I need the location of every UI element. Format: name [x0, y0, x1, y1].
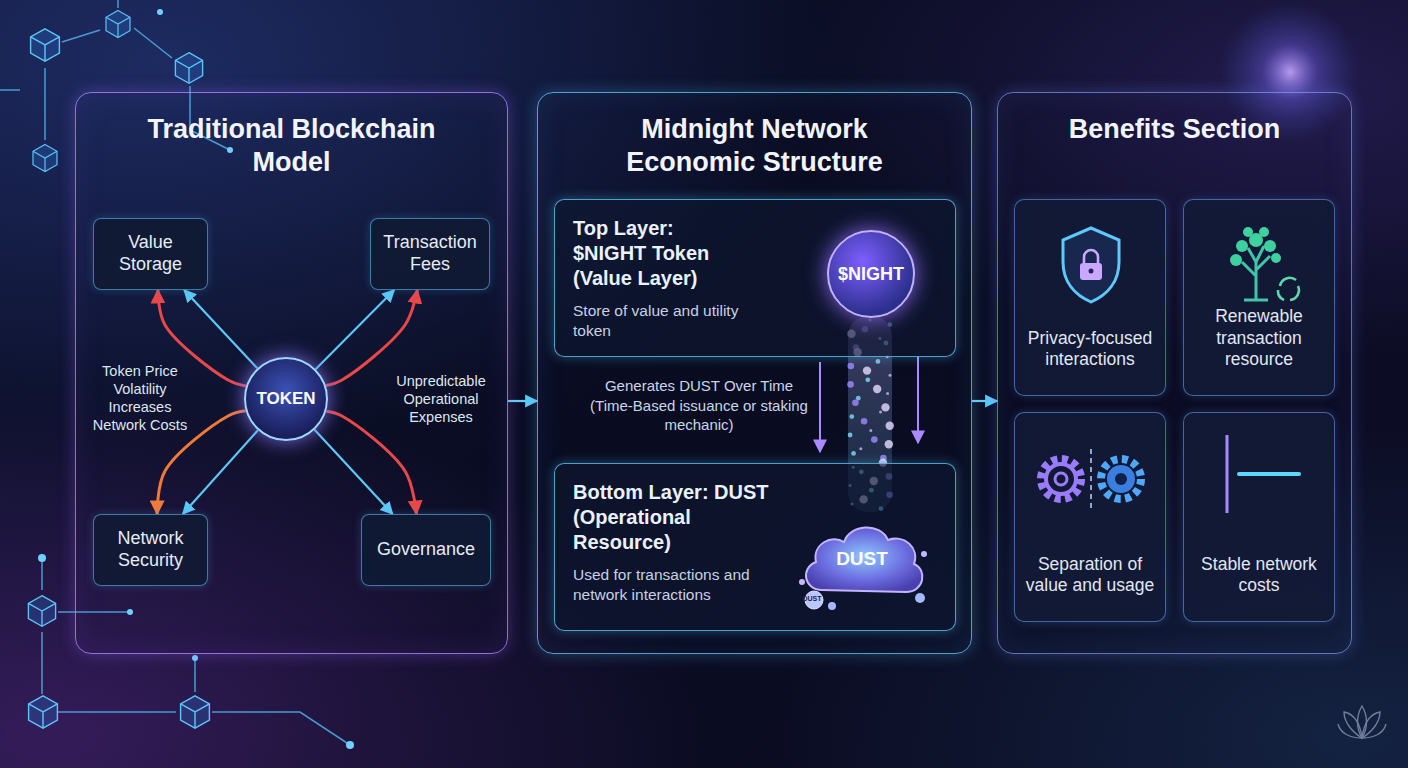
benefit-card: Stable network costs: [1183, 412, 1335, 622]
chain-network: [0, 0, 350, 745]
node-heading: Top Layer: $NIGHT Token (Value Layer): [573, 216, 743, 291]
node-heading: $NIGHT: [838, 264, 904, 285]
node-heading: Traditional Blockchain Model: [142, 113, 442, 180]
flow-arrow: [819, 362, 821, 452]
shield-lock-icon: [1015, 200, 1167, 320]
node-heading: Governance: [377, 539, 475, 561]
stable-chart-icon: [1184, 413, 1336, 533]
corner-logo: [1338, 706, 1386, 738]
node-heading: Privacy-focused interactions: [1023, 328, 1157, 371]
connector-arrow: [326, 411, 416, 514]
node-heading: DUST: [836, 548, 888, 570]
node-heading: Transaction Fees: [377, 232, 483, 275]
role-box: Transaction Fees: [370, 218, 490, 290]
node-heading: Stable network costs: [1192, 554, 1326, 597]
tree-recycle-icon: [1184, 200, 1336, 320]
connector-arrow: [326, 290, 418, 386]
node-body: Store of value and utility token: [573, 301, 753, 341]
connector-arrow: [917, 357, 919, 443]
node-heading: Network Security: [100, 528, 201, 571]
node-heading: Midnight Network Economic Structure: [590, 113, 920, 180]
connector-arrow: [316, 290, 395, 369]
role-box: Value Storage: [93, 218, 208, 290]
node-heading: Bottom Layer: DUST (Operational Resource…: [573, 480, 773, 555]
benefit-card: Separation of value and usage: [1014, 412, 1166, 622]
structure-panel: Midnight Network Economic StructureTop L…: [537, 92, 972, 654]
benefit-card: Renewable transaction resource: [1183, 199, 1335, 396]
node-heading: Benefits Section: [1069, 113, 1281, 146]
connector-arrow: [315, 430, 393, 514]
note-label: Token Price Volatility Increases Network…: [82, 362, 198, 435]
edge-label: Generates DUST Over Time (Time-Based iss…: [588, 376, 810, 435]
role-box: Governance: [361, 514, 491, 586]
connector-arrow: [972, 400, 997, 402]
benefit-card: Privacy-focused interactions: [1014, 199, 1166, 396]
layer-box: Bottom Layer: DUST (Operational Resource…: [554, 463, 956, 631]
night-token: $NIGHT: [827, 230, 915, 318]
node-heading: Renewable transaction resource: [1192, 306, 1326, 371]
node-heading: Value Storage: [100, 232, 201, 275]
token-circle: TOKEN: [244, 357, 328, 441]
layer-box: Top Layer: $NIGHT Token (Value Layer) Sto…: [554, 199, 956, 357]
node-heading: TOKEN: [256, 389, 315, 409]
gears-icon: [1015, 413, 1167, 533]
connector-arrow: [508, 400, 537, 402]
bubble-label: DUST: [802, 595, 822, 602]
connector-arrow: [183, 430, 258, 514]
note-label: Unpredictable Operational Expenses: [383, 372, 499, 426]
node-body: Used for transactions and network intera…: [573, 565, 788, 605]
benefits-panel: Benefits Section Privacy-focused interac…: [997, 92, 1352, 654]
role-box: Network Security: [93, 514, 208, 586]
node-heading: Separation of value and usage: [1023, 554, 1157, 597]
